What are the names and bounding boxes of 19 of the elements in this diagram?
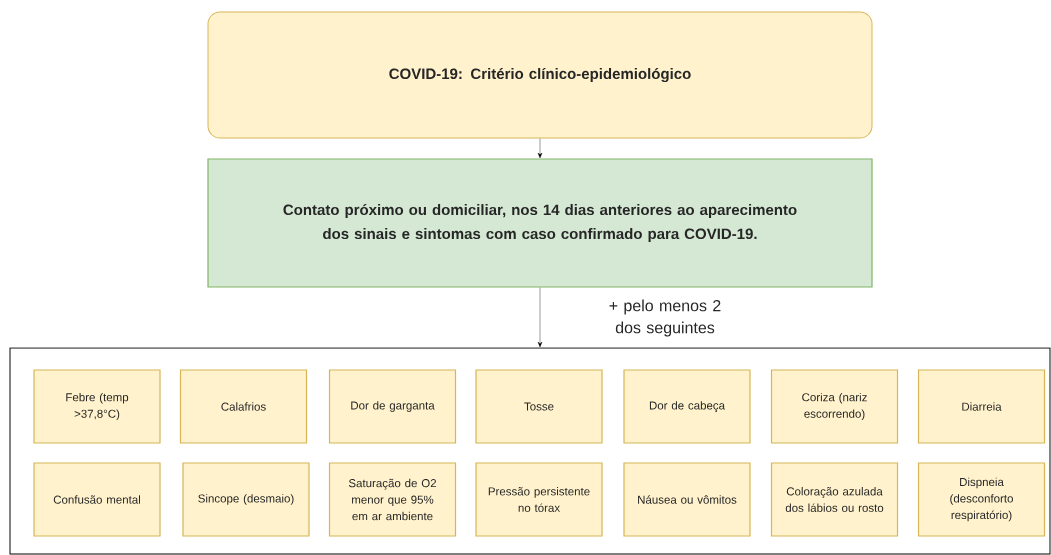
symptom-box: Náusea ou vômitos: [623, 462, 751, 537]
symptom-box: Diarreia: [917, 369, 1046, 444]
symptom-box: Febre (temp >37,8°C): [33, 369, 161, 444]
symptom-box: Dispneia (desconforto respiratório): [917, 462, 1046, 537]
symptom-box: Coloração azulada dos lábios ou rosto: [770, 462, 899, 537]
arrow: [537, 138, 543, 159]
symptom-box: Calafrios: [179, 369, 308, 444]
edge-label: + pelo menos 2 dos seguintes: [599, 298, 731, 338]
process-box: Contato próximo ou domiciliar, nos 14 dias anteriores ao aparecimento dos sinais e sintomas com caso confirmado para COVID-19.: [207, 158, 873, 288]
symptom-box: Saturação de O2 menor que 95% em ar ambiente: [328, 462, 457, 537]
symptom-box: Dor de garganta: [328, 369, 457, 444]
title-box: COVID-19: Critério clínico-epidemiológico: [207, 11, 873, 139]
symptom-box: Dor de cabeça: [623, 369, 751, 444]
arrow: [537, 287, 543, 348]
symptom-box: Pressão persistente no tórax: [475, 462, 603, 537]
symptom-box: Sincope (desmaio): [182, 462, 310, 537]
symptom-box: Coriza (nariz escorrendo): [770, 369, 899, 444]
symptom-box: Confusão mental: [33, 462, 161, 537]
symptom-box: Tosse: [475, 369, 603, 444]
